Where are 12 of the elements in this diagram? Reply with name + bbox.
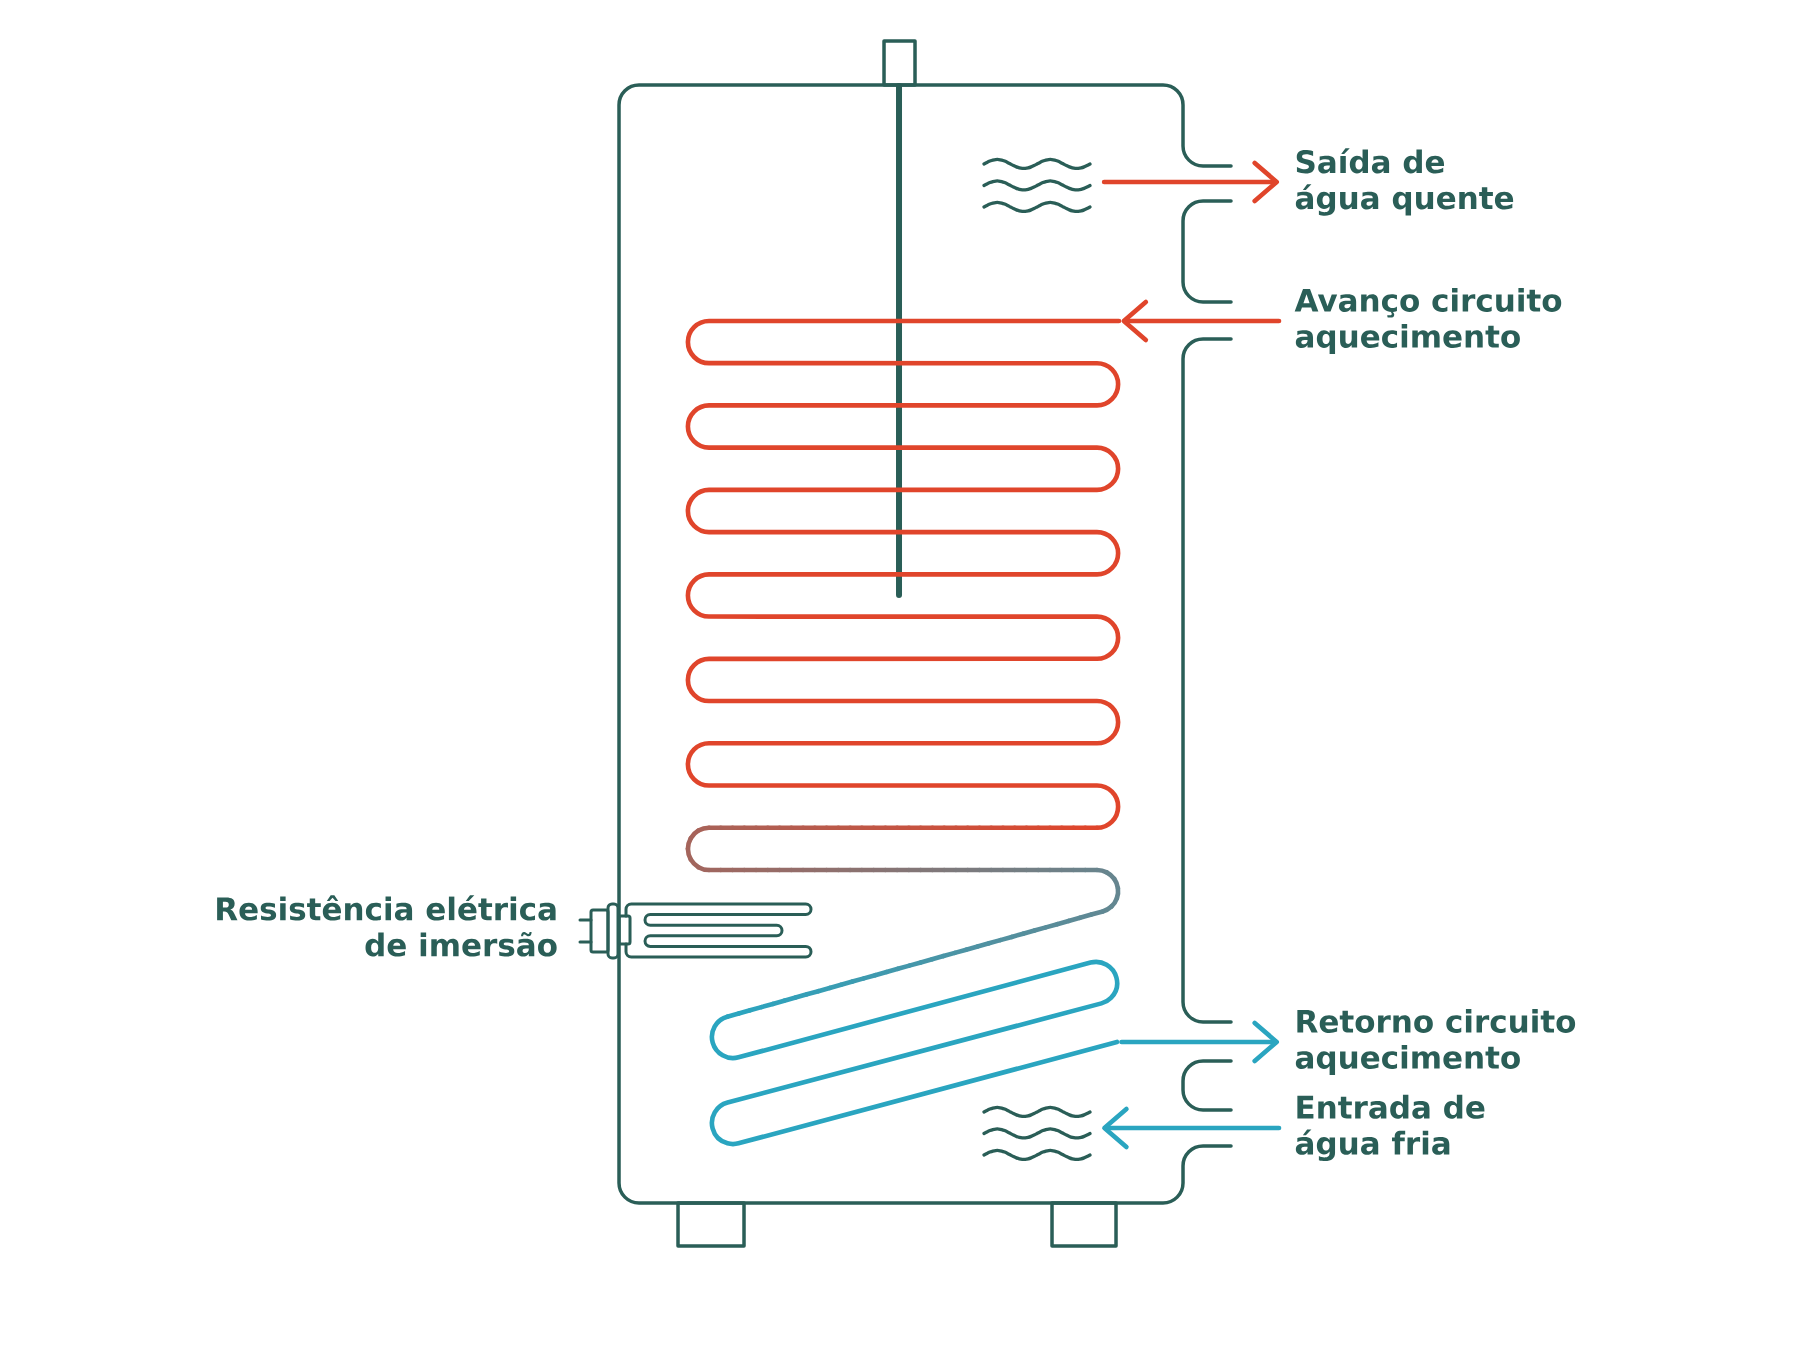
arrow: [1102, 1106, 1282, 1150]
arrow: [1101, 160, 1279, 204]
water-waves-icon: [982, 157, 1092, 214]
heating-coil: [685, 318, 1122, 1147]
connection-label: Saída de água quente: [1295, 148, 1514, 216]
connection-label: Entrada de água fria: [1295, 1094, 1485, 1162]
connection-label: Retorno circuito aquecimento: [1295, 1008, 1576, 1075]
connection-label: Avanço circuito aquecimento: [1294, 287, 1562, 354]
heater-label: Resistência elétrica de imersão: [217, 895, 557, 957]
water-waves-icon: [982, 1105, 1092, 1162]
arrow: [1121, 299, 1282, 343]
arrow: [1119, 1020, 1279, 1064]
